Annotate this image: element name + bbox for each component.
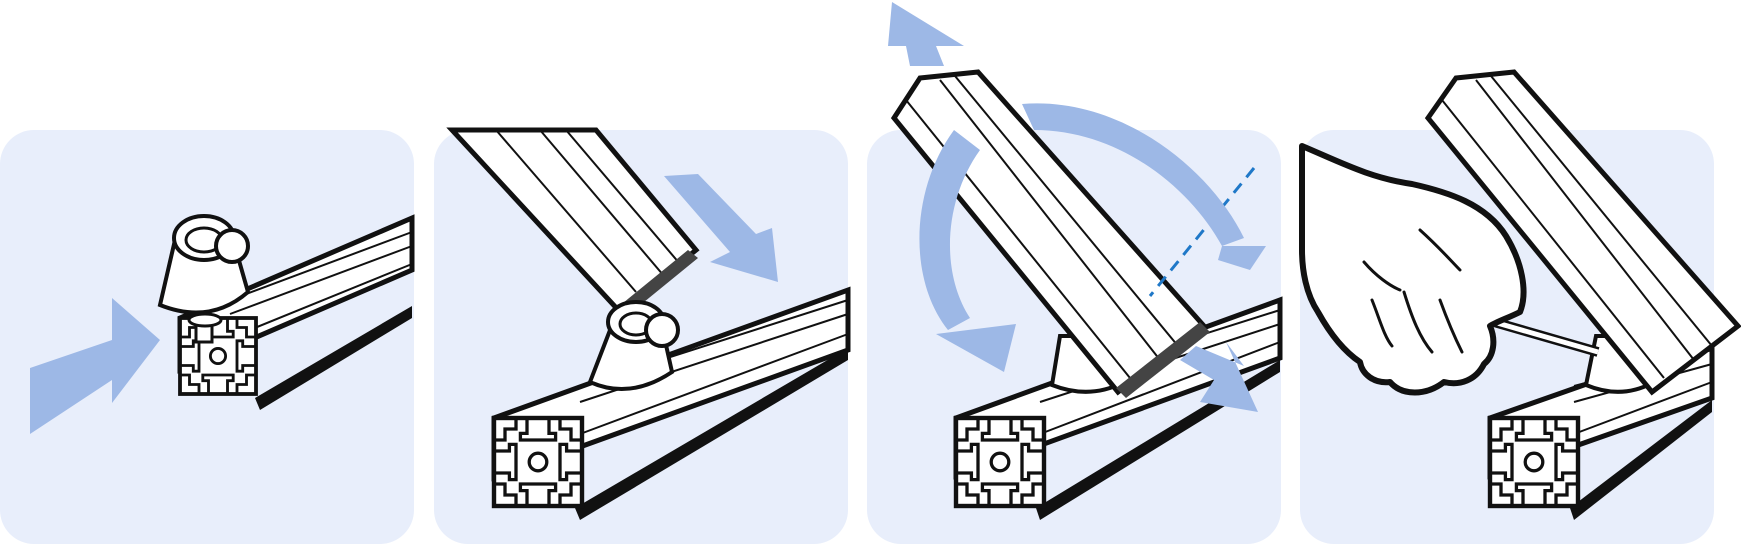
connector-part [157,214,251,344]
slide-arrow-icon [664,174,778,282]
step-4-illustration [1299,69,1741,520]
step-2-illustration [446,127,851,520]
rotate-arrows-icon [888,2,1266,412]
push-arrow-icon [30,298,160,434]
upper-profile [446,127,700,320]
hand-with-hex-key-icon [1299,143,1527,396]
upper-profile-tilted [1424,69,1741,396]
step-3-illustration [888,2,1283,520]
profile-end-face [956,418,1044,506]
profile-end-face [1490,418,1578,506]
connector-part [587,300,680,392]
profile-end-face [494,418,582,506]
profile-end-face [178,316,258,396]
step-1-illustration [30,214,415,434]
pivot-axis-line [1148,167,1256,297]
